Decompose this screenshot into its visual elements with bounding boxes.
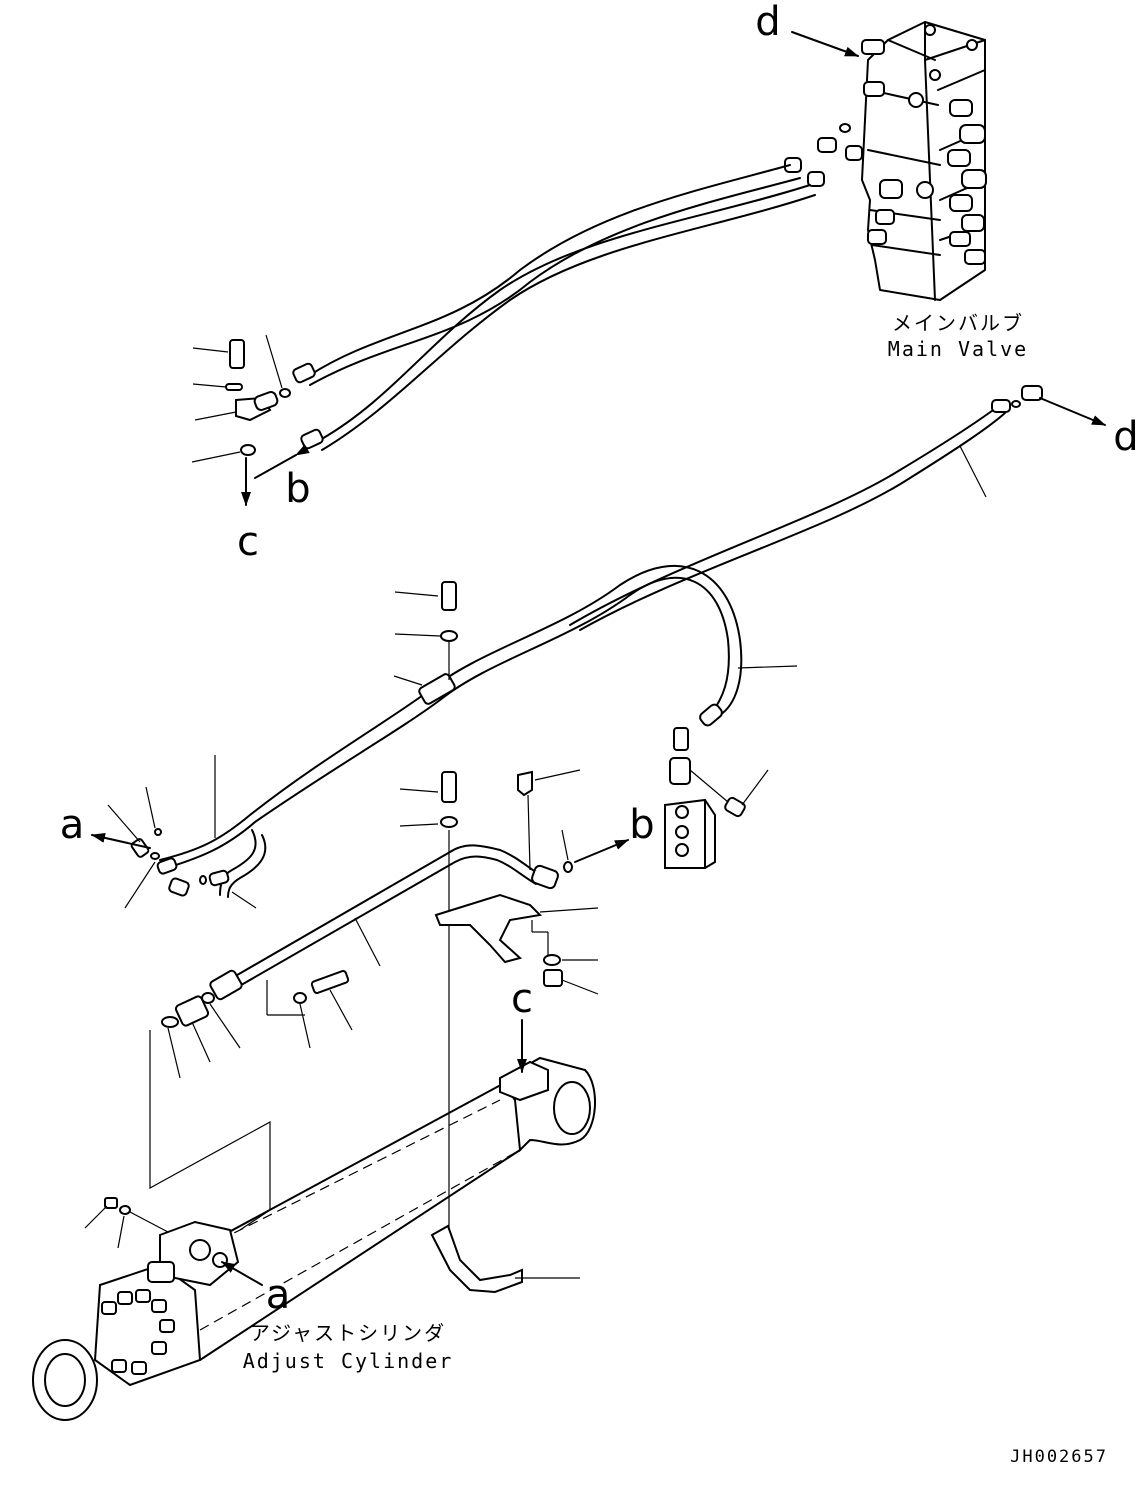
marker-d-top: d [755,0,780,45]
middle-hoses [156,564,798,898]
adjust-cylinder [32,1056,596,1421]
drawing-code: JH002657 [1010,1447,1108,1467]
fittings-a-leaders [107,786,257,909]
elbow-flange-c [225,339,291,456]
marker-c-top: c [237,519,259,565]
marker-b-top: b [285,466,310,512]
marker-b-right: b [629,802,654,848]
valve-block-b [664,727,769,869]
marker-c-cylinder: c [511,976,533,1022]
marker-a-cylinder: a [266,1272,291,1318]
main-valve [861,21,987,301]
fittings-a [130,828,207,897]
valve-fittings [784,123,863,187]
main-valve-label-jp: メインバルブ [892,311,1024,335]
upper-leader-lines [191,334,283,463]
main-valve-label-en: Main Valve [888,337,1028,361]
upper-hoses [292,164,816,451]
connection-arrows [91,31,1106,1286]
long-hose-d [569,385,1043,631]
marker-a-left: a [60,802,85,848]
marker-d-right: d [1113,414,1138,460]
pipe-clamp-parts [399,769,599,1230]
adjust-cylinder-label-jp: アジャストシリンダ [250,1321,446,1345]
adjust-cylinder-label-en: Adjust Cylinder [243,1349,454,1373]
steel-pipe [209,829,573,1001]
flange-group [149,970,353,1231]
